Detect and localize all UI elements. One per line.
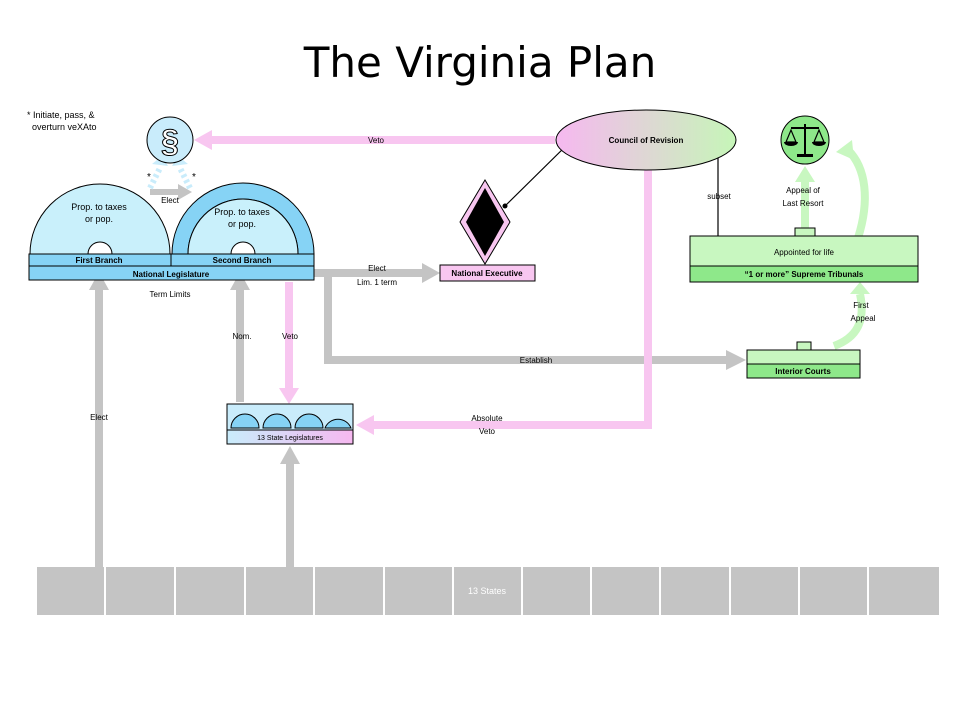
arrow-appeal-last-resort	[836, 140, 869, 240]
arrow-supreme-to-scales	[795, 166, 815, 236]
label-appeal-last-2: Last Resort	[783, 199, 825, 208]
states-label: 13 States	[468, 586, 507, 596]
arrow-establish-courts	[324, 273, 746, 370]
national-executive-icon	[459, 179, 511, 265]
scales-icon	[780, 115, 830, 165]
arrow-first-appeal	[832, 282, 870, 350]
first-branch-label: First Branch	[75, 256, 122, 265]
national-executive-label: National Executive	[451, 269, 523, 278]
section-symbol-node: §	[146, 116, 194, 164]
arrow-elect-executive	[314, 263, 440, 283]
council-of-revision	[555, 109, 737, 171]
star-left: *	[147, 172, 151, 183]
supreme-tribunals	[689, 227, 919, 283]
state-legislatures-label: 13 State Legislatures	[257, 435, 323, 442]
label-elect-small: Elect	[161, 196, 180, 205]
label-absolute-veto-1: Absolute	[471, 414, 503, 423]
label-first-appeal-1: First	[853, 301, 869, 310]
label-absolute-veto-2: Veto	[479, 427, 496, 436]
arrow-nom-second-branch	[230, 272, 250, 402]
label-elect-left: Elect	[90, 413, 109, 422]
label-elect-exec-1: Elect	[368, 264, 387, 273]
supreme-tribunals-label: “1 or more” Supreme Tribunals	[745, 270, 864, 279]
label-veto-states: Veto	[282, 332, 299, 341]
star-right: *	[192, 172, 196, 183]
page-title: The Virginia Plan	[303, 38, 657, 87]
note-line-2: overturn veXAto	[32, 122, 97, 132]
section-symbol: §	[161, 123, 179, 159]
label-establish: Establish	[520, 356, 552, 365]
second-branch-text-2: or pop.	[228, 219, 256, 229]
national-executive-box	[439, 264, 536, 282]
label-subset: subset	[707, 192, 731, 201]
arrow-absolute-veto	[356, 168, 652, 435]
arrow-elect-first-branch	[89, 272, 109, 568]
term-limits-label: Term Limits	[150, 290, 191, 299]
national-legislature-label: National Legislature	[133, 270, 210, 279]
state-legislatures	[226, 403, 354, 445]
label-first-appeal-2: Appeal	[851, 314, 876, 323]
states-bar	[37, 567, 939, 615]
second-branch-label: Second Branch	[213, 256, 272, 265]
first-branch-text-1: Prop. to taxes	[71, 202, 127, 212]
council-of-revision-label: Council of Revision	[609, 136, 684, 145]
inferior-courts-label: Interior Courts	[775, 367, 831, 376]
label-appeal-last-1: Appeal of	[786, 186, 821, 195]
second-branch-text-1: Prop. to taxes	[214, 207, 270, 217]
label-veto-top: Veto	[368, 136, 385, 145]
national-legislature	[28, 182, 315, 281]
arrow-veto-states	[279, 282, 299, 404]
arrow-states-to-state-legislatures	[280, 446, 300, 568]
label-nom: Nom.	[232, 332, 251, 341]
arrow-elect-between-branches	[150, 184, 192, 200]
arrow-veto-council	[194, 130, 555, 150]
first-branch-text-2: or pop.	[85, 214, 113, 224]
note-line-1: * Initiate, pass, &	[27, 110, 95, 120]
label-elect-exec-2: Lim. 1 term	[357, 278, 397, 287]
inferior-courts	[746, 341, 861, 379]
appointed-for-life-label: Appointed for life	[774, 248, 835, 257]
